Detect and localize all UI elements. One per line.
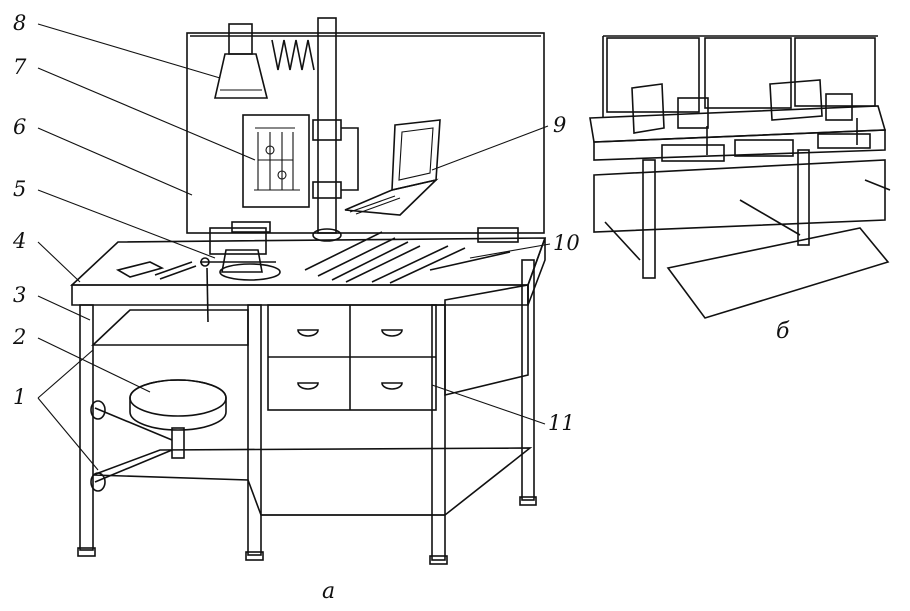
workbench-row-b — [589, 35, 891, 319]
caption-a: а — [322, 579, 335, 604]
stool — [90, 379, 227, 492]
callout-6: 6 — [13, 115, 26, 139]
bench-vise — [200, 221, 281, 281]
side-panel — [444, 284, 529, 397]
callout-7: 7 — [13, 55, 27, 79]
callout-3: 3 — [13, 283, 26, 307]
callout-4: 4 — [12, 229, 26, 253]
drawer-cabinet — [267, 304, 437, 411]
callout-8: 8 — [13, 11, 26, 35]
tool-set — [115, 227, 519, 284]
lamp — [213, 23, 315, 99]
callout-11: 11 — [548, 411, 575, 435]
callout-9: 9 — [553, 113, 566, 137]
legs — [79, 259, 535, 561]
table-top — [69, 237, 547, 286]
drawing-holder — [242, 114, 310, 208]
leader-lines — [37, 23, 551, 471]
callout-2: 2 — [12, 325, 26, 349]
callout-10: 10 — [553, 231, 580, 255]
callout-5: 5 — [13, 177, 26, 201]
upper-shelf — [90, 309, 249, 346]
caption-b: б — [776, 319, 790, 344]
mesh-screen — [186, 32, 545, 234]
lower-shelf — [92, 447, 533, 516]
callout-1: 1 — [13, 385, 26, 409]
workbench-a — [69, 17, 547, 565]
document-tablet — [344, 119, 441, 216]
lamp-column — [312, 17, 359, 242]
table-edge — [71, 284, 529, 306]
